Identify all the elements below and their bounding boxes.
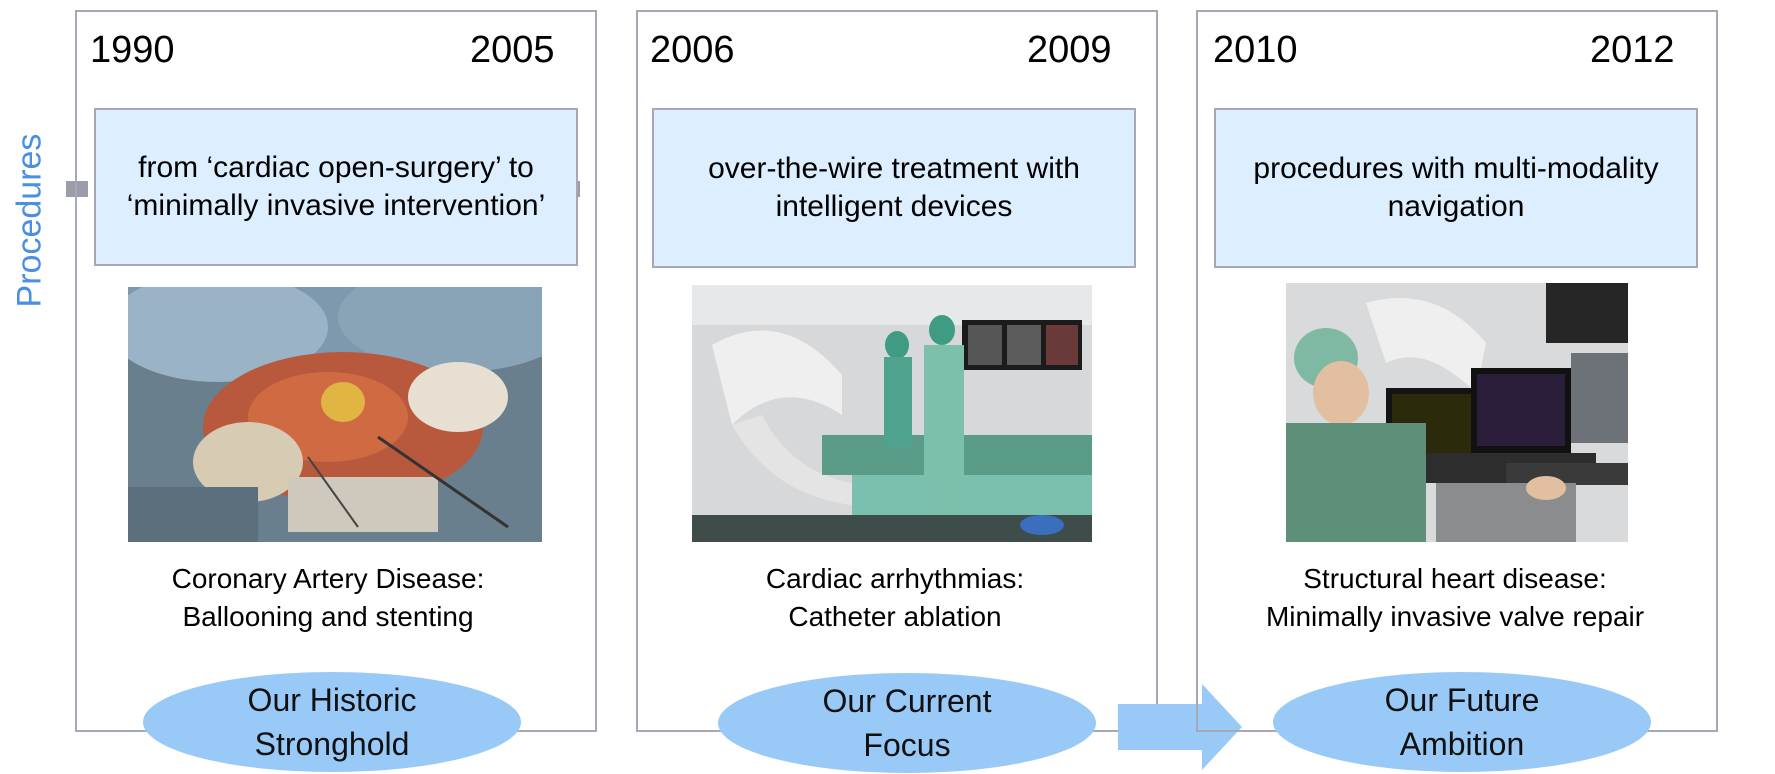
cath-lab-photo bbox=[692, 285, 1092, 542]
stage-1-caption: Coronary Artery Disease: Ballooning and … bbox=[171, 563, 485, 632]
stage-3-description: procedures with multi-modality navigatio… bbox=[1253, 152, 1659, 223]
timeline-bar-start bbox=[66, 181, 88, 197]
stage-1-end-year: 2005 bbox=[470, 29, 555, 71]
navigation-workstation-photo bbox=[1286, 283, 1628, 542]
stage-2-description-box: over-the-wire treatment with intelligent… bbox=[652, 108, 1136, 268]
transition-arrow-icon bbox=[1118, 684, 1242, 770]
stage-1-status-ellipse: Our Historic Stronghold bbox=[143, 672, 521, 772]
stage-2-status-ellipse: Our Current Focus bbox=[718, 673, 1096, 773]
procedures-label-text: Procedures bbox=[10, 133, 49, 307]
stage-3-end-year: 2012 bbox=[1590, 29, 1675, 71]
stage-3-status-ellipse: Our Future Ambition bbox=[1273, 672, 1651, 772]
stage-1-start-year: 1990 bbox=[90, 29, 175, 71]
stage-1-description-box: from ‘cardiac open-surgery’ to ‘minimall… bbox=[94, 108, 578, 266]
stage-3-description-box: procedures with multi-modality navigatio… bbox=[1214, 108, 1698, 268]
stage-3-caption: Structural heart disease: Minimally inva… bbox=[1265, 563, 1645, 632]
stage-2-end-year: 2009 bbox=[1027, 29, 1112, 71]
open-heart-surgery-photo bbox=[128, 287, 542, 542]
stage-2-description: over-the-wire treatment with intelligent… bbox=[708, 152, 1080, 223]
stage-3-start-year: 2010 bbox=[1213, 29, 1298, 71]
procedures-axis-label: Procedures bbox=[8, 105, 52, 335]
stage-2-start-year: 2006 bbox=[650, 29, 735, 71]
stage-2-caption: Cardiac arrhythmias: Catheter ablation bbox=[765, 563, 1025, 632]
stage-1-description: from ‘cardiac open-surgery’ to ‘minimall… bbox=[126, 151, 546, 222]
